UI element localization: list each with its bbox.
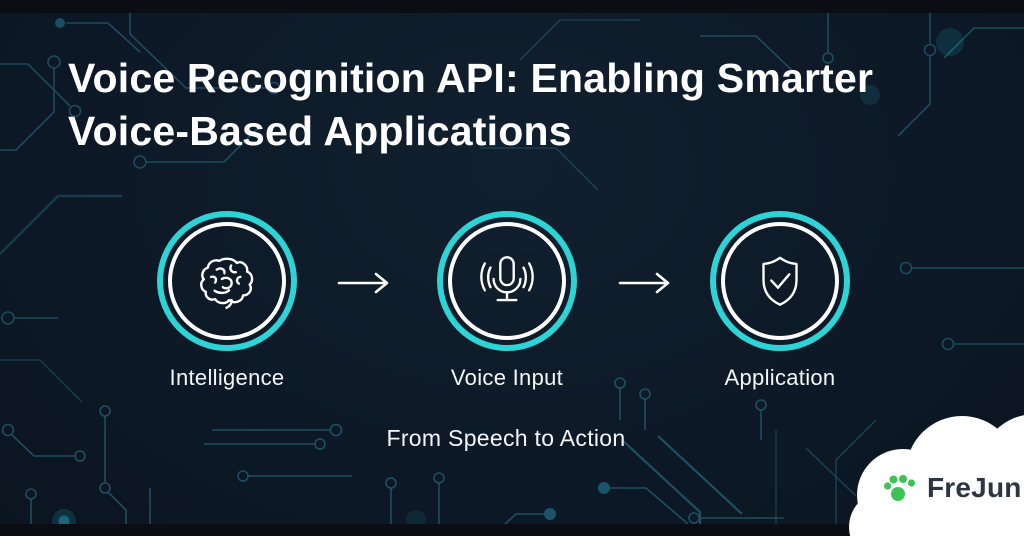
bottom-border-bar (0, 524, 1024, 536)
flow-step-intelligence (157, 211, 297, 351)
page-title-line1: Voice Recognition API: Enabling Smarter (68, 55, 874, 101)
accent-ring (710, 211, 850, 351)
cloud-fill (874, 476, 1024, 536)
flow-step-application (710, 211, 850, 351)
brain-icon (200, 257, 254, 309)
tagline: From Speech to Action (386, 425, 626, 451)
top-border-bar (0, 0, 1024, 13)
paw-icon (884, 475, 916, 501)
accent-ring (437, 211, 577, 351)
shield-check-icon (762, 256, 798, 306)
brand-cloud: FreJun (834, 406, 1024, 536)
brand-name: FreJun (927, 472, 1022, 503)
page-title: Voice Recognition API: Enabling Smarter … (68, 52, 873, 158)
arrow-right-icon (337, 272, 389, 294)
inner-ring (448, 222, 566, 340)
step-label-voice-input: Voice Input (450, 365, 564, 390)
arrow-right-icon (618, 272, 670, 294)
brand-logo: FreJun (884, 472, 1022, 504)
page-title-line2: Voice-Based Applications (68, 108, 572, 154)
accent-ring (157, 211, 297, 351)
microphone-icon (480, 256, 534, 302)
inner-ring (721, 222, 839, 340)
flow-step-voice-input (437, 211, 577, 351)
inner-ring (168, 222, 286, 340)
step-label-application: Application (724, 365, 836, 390)
step-label-intelligence: Intelligence (169, 365, 285, 390)
